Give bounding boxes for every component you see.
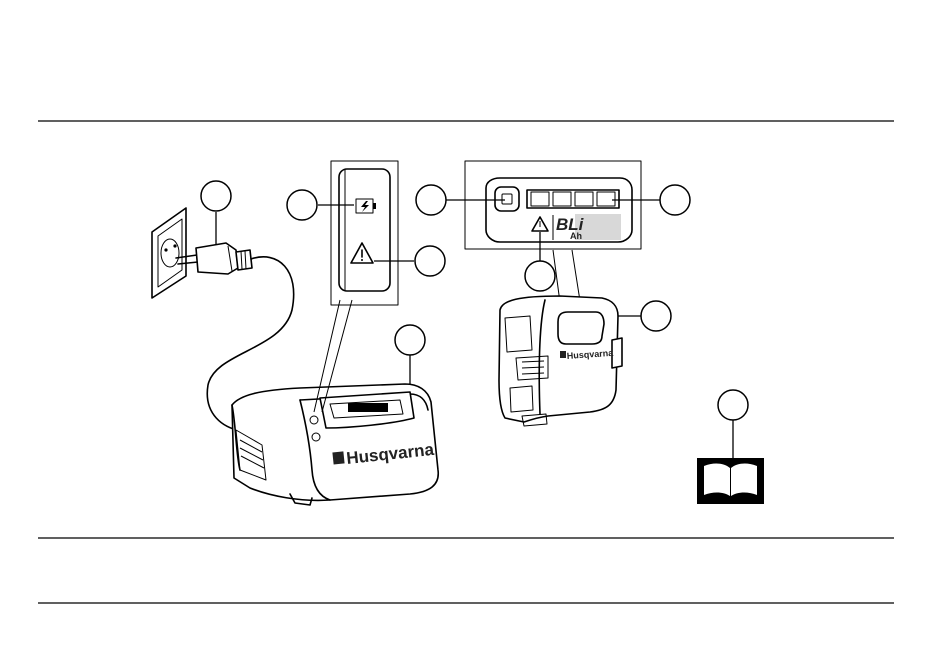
callout-3 xyxy=(415,246,445,276)
battery-button-icon xyxy=(495,187,519,211)
battery-pack: Husqvarna xyxy=(499,296,622,426)
battery-indicator-panel: BLi Ah xyxy=(465,161,641,249)
callout-8 xyxy=(641,301,671,331)
callout-4 xyxy=(395,325,425,355)
callout-1 xyxy=(201,181,231,211)
battery-charger: Husqvarna xyxy=(232,384,438,505)
callout-2 xyxy=(287,190,317,220)
callout-7 xyxy=(525,261,555,291)
callout-6 xyxy=(660,185,690,215)
power-plug-icon xyxy=(176,243,252,274)
battery-capacity-label: Ah xyxy=(570,231,582,241)
wall-socket-icon xyxy=(152,208,186,298)
battery-led-bar-icon xyxy=(527,190,619,208)
manual-book-icon xyxy=(697,458,764,504)
charger-indicator-panel xyxy=(331,161,398,305)
callout-5 xyxy=(416,185,446,215)
callout-9 xyxy=(718,390,748,420)
